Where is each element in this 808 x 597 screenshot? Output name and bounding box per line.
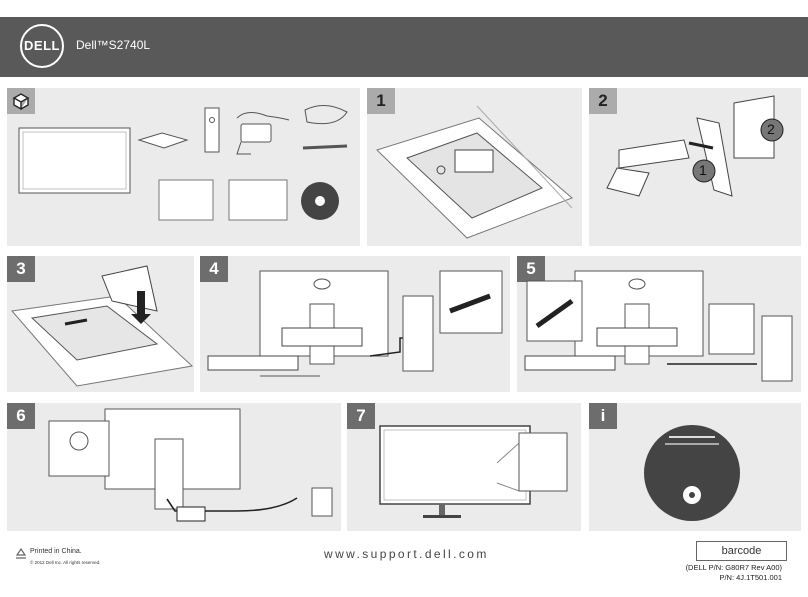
step-2-drawing xyxy=(606,95,784,197)
barcode-box: barcode xyxy=(696,541,787,561)
header-bar: DELL Dell™S2740L xyxy=(0,17,808,77)
step-4-drawing xyxy=(207,270,503,377)
cd-drawing xyxy=(644,425,740,521)
step-number: 3 xyxy=(7,256,35,282)
dell-part-number: (DELL P/N: G80R7 Rev A00) xyxy=(685,563,782,572)
panel-step-4: 4 xyxy=(200,256,510,392)
callout-2: 2 xyxy=(767,121,775,137)
step-number: i xyxy=(589,403,617,429)
step-1-drawing xyxy=(376,105,573,239)
panel-box-contents xyxy=(7,88,360,246)
support-url: www.support.dell.com xyxy=(324,547,489,561)
copyright-text: © 2012 Dell Inc. All rights reserved. xyxy=(30,560,101,565)
recycle-icon xyxy=(15,548,27,559)
panel-step-1: 1 xyxy=(367,88,582,246)
step-3-drawing xyxy=(11,265,194,387)
step-7-drawing xyxy=(379,425,568,518)
step-number: 5 xyxy=(517,256,545,282)
panel-step-3: 3 xyxy=(7,256,194,392)
logo-text: DELL xyxy=(24,38,60,53)
printed-in-text: Printed in China. xyxy=(30,548,82,555)
step-number: 4 xyxy=(200,256,228,282)
box-icon xyxy=(7,88,35,114)
part-number: P/N: 4J.1T501.001 xyxy=(719,573,782,582)
box-contents-drawing xyxy=(18,105,348,221)
panel-step-6: 6 xyxy=(7,403,341,531)
model-title: Dell™S2740L xyxy=(76,38,151,52)
panel-info: i xyxy=(589,403,801,531)
step-number: 6 xyxy=(7,403,35,429)
panel-step-7: 7 xyxy=(347,403,581,531)
step-6-drawing xyxy=(48,408,333,522)
step-5-drawing xyxy=(524,270,793,382)
callout-1: 1 xyxy=(699,162,707,178)
dell-logo: DELL xyxy=(20,24,64,68)
step-number: 2 xyxy=(589,88,617,114)
panel-step-5: 5 xyxy=(517,256,801,392)
step-number: 7 xyxy=(347,403,375,429)
step-number: 1 xyxy=(367,88,395,114)
panel-step-2: 2 1 2 xyxy=(589,88,801,246)
